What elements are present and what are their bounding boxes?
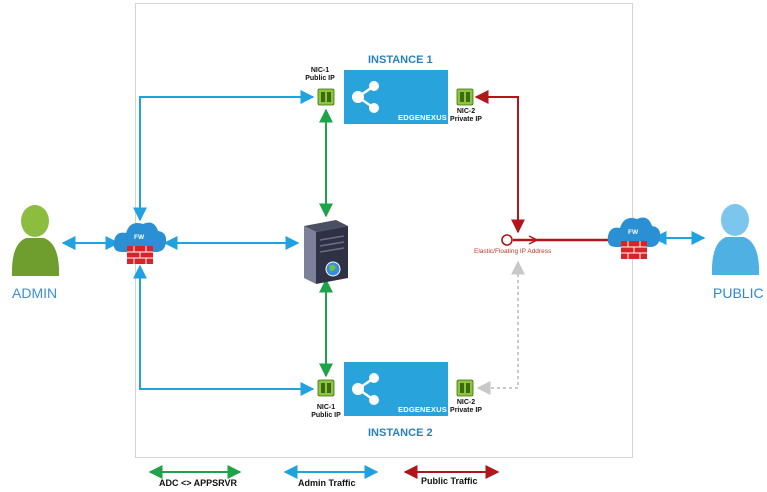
nic-label-line: NIC-2 [456,399,476,406]
nic-icon-instance1-nic2 [456,88,474,106]
server-icon [304,220,348,284]
nic-label-line: Private IP [450,407,482,415]
admin-traffic-paths [61,90,706,396]
nic-icon-instance2-nic2 [456,379,474,397]
instance-1-title: INSTANCE 1 [368,54,433,66]
instance-1-appliance [344,70,448,124]
instance-1-nic2-label: NIC-2 Private IP [446,108,486,124]
instance-2-appliance [344,362,448,416]
user-icon [11,205,60,276]
nic-label-line: NIC-1 [316,404,336,411]
firewall-cloud-icon [113,222,167,264]
instance-1-nic1-label: NIC-1 Public IP [300,67,340,83]
firewall-left-label: FW [134,234,145,241]
share-icon [352,81,379,113]
user-icon [711,204,760,275]
share-icon [352,373,379,405]
instance-2-title: INSTANCE 2 [368,427,433,439]
firewall-cloud-icon [607,217,661,259]
nic-icon-instance1-nic1 [317,88,335,106]
instance-2-nic2-label: NIC-2 Private IP [446,399,486,415]
public-traffic-paths [474,90,610,246]
standby-path [476,260,525,395]
nic-label-line: Private IP [450,116,482,124]
nic-label-line: NIC-2 [456,108,476,115]
nic-label-line: Public IP [311,412,341,420]
instance-2-brand: EDGENEXUS [398,405,447,414]
floating-ip-marker [501,234,513,246]
legend-adc-label: ADC <> APPSRVR [159,478,238,488]
firewall-right-label: FW [628,229,639,236]
nic-label-line: NIC-1 [310,67,330,74]
instance-1-brand: EDGENEXUS [398,113,447,122]
public-label: PUBLIC [713,285,764,301]
legend-admin-label: Admin Traffic [298,478,356,488]
admin-label: ADMIN [12,285,58,301]
nic-icon-instance2-nic1 [317,379,335,397]
instance-2-nic1-label: NIC-1 Public IP [306,404,346,420]
floating-ip-label: Elastic/Floating IP Address [474,248,552,255]
nic-label-line: Public IP [305,75,335,83]
legend-public-label: Public Traffic [421,476,478,486]
